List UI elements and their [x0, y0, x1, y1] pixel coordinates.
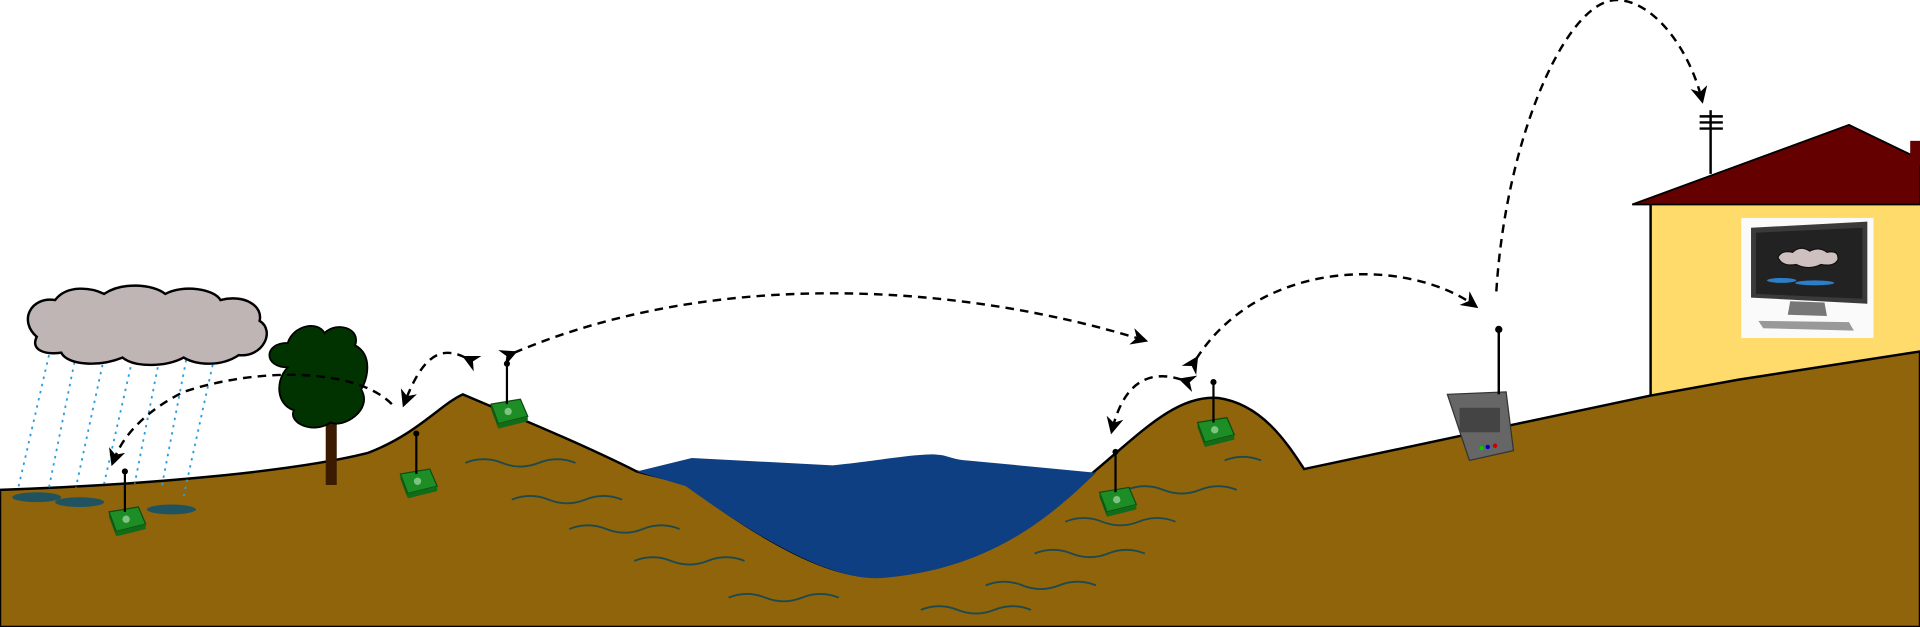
- antenna-icon: [1699, 110, 1723, 174]
- rain: [17, 354, 216, 497]
- lake: [636, 454, 1096, 579]
- house-icon: [1631, 110, 1920, 412]
- soil-moisture-lines: [464, 455, 1262, 615]
- cloud-icon: [26, 284, 268, 367]
- monitor-icon: [1741, 217, 1874, 338]
- wireless-links: [109, 0, 1708, 467]
- gateway-icon: [1446, 325, 1515, 462]
- sensor-node-icon: [489, 359, 529, 430]
- puddles: [12, 492, 196, 515]
